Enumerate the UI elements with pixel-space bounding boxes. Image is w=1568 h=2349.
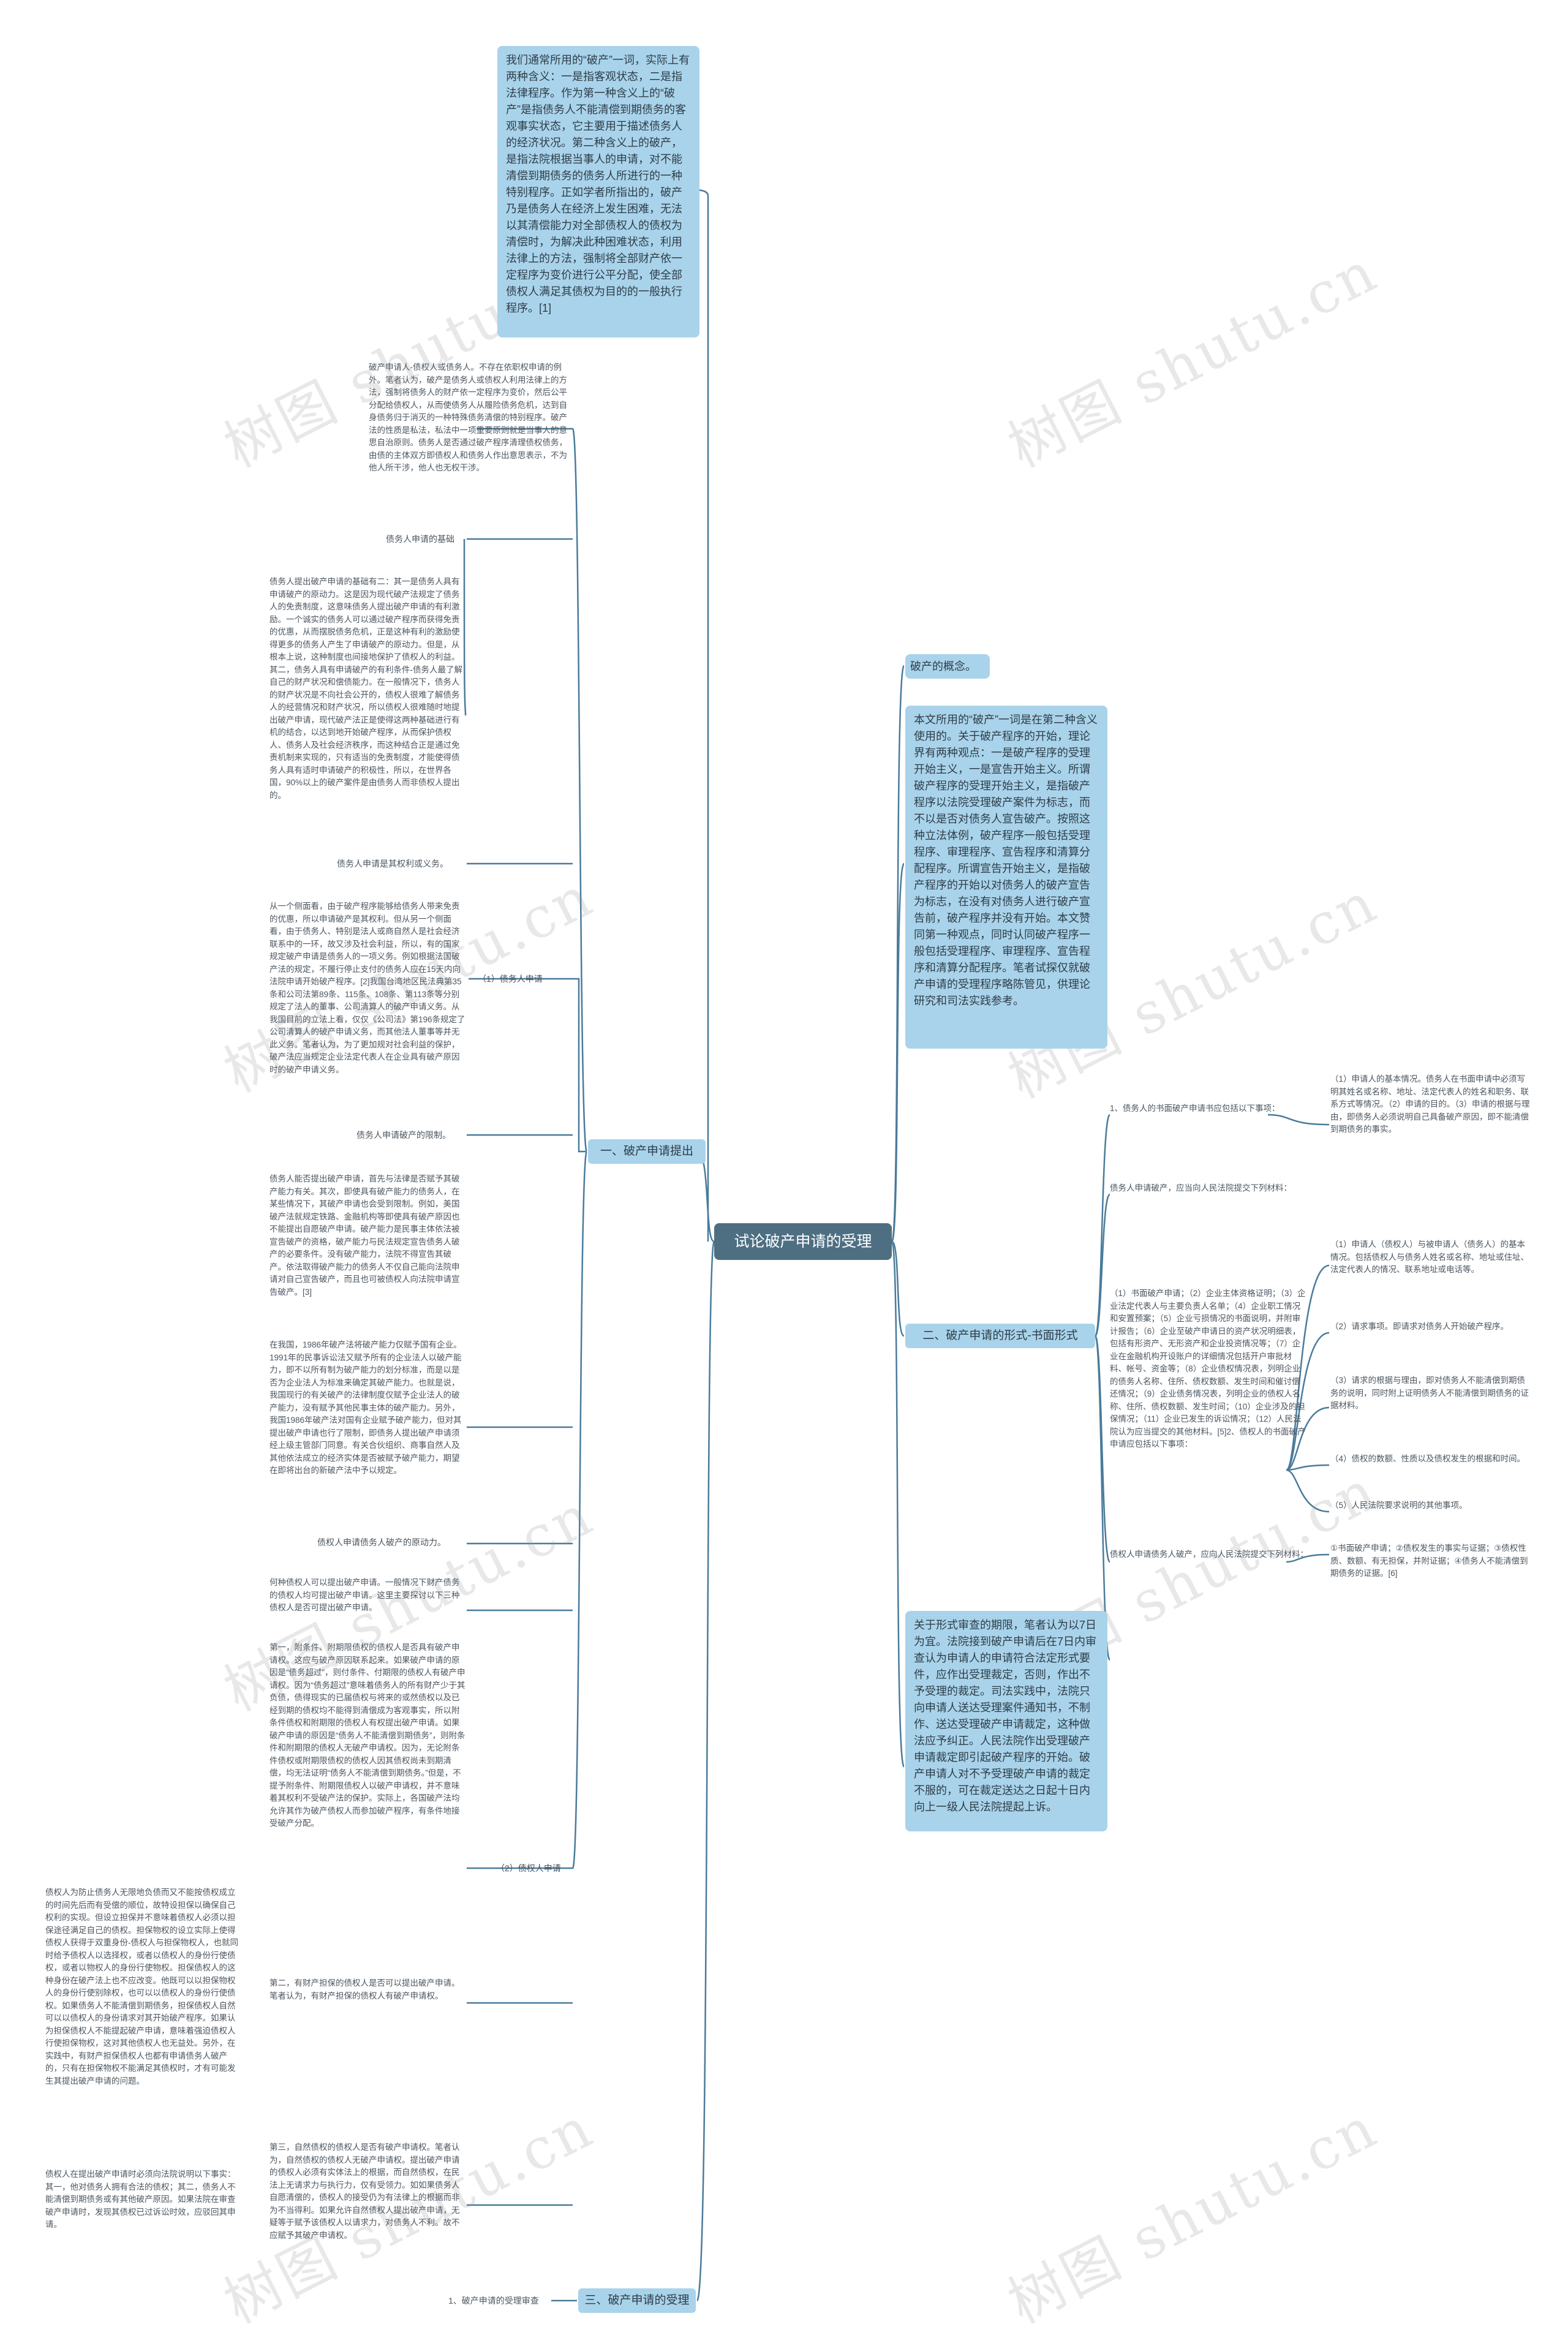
branch-accept[interactable]: 三、破产申请的受理 — [578, 2288, 696, 2313]
second-point-detail: 债权人为防止债务人无限地负债而又不能按债权成立的时间先后而有受偿的顺位，故特设担… — [45, 1888, 238, 2086]
third-point-text: 第三，自然债权的债权人是否有破产申请权。笔者认为，自然债权的债权人无破产申请权。… — [270, 2143, 460, 2240]
debtor-basis-label: 债务人申请的基础 — [386, 534, 454, 544]
debtor-docs-label: 债务人申请破产，应当向人民法院提交下列材料： — [1110, 1183, 1292, 1193]
debtor-basis-text: 债务人提出破产申请的基础有二：其一是债务人具有申请破产的原动力。这是因为现代破产… — [270, 577, 462, 800]
debtor-docs-list: （1）书面破产申请；（2）企业主体资格证明；（3）企业法定代表人与主要负责人名单… — [1110, 1289, 1306, 1449]
root-topic[interactable]: 试论破产申请的受理 — [714, 1223, 892, 1260]
applicant-intro-text: 破产申请人-债权人或债务人。不存在依职权申请的例外。笔者认为，破产是债务人或债权… — [369, 363, 567, 472]
review-box[interactable]: 关于形式审查的期限，笔者认为以7日为宜。法院接到破产申请后在7日内审查认为申请人… — [905, 1611, 1107, 1831]
top-definition-box[interactable]: 我们通常所用的“破产”一词，实际上有两种含义：一是指客观状态，二是指法律程序。作… — [497, 46, 699, 337]
second-point-text: 第二，有财产担保的债权人是否可以提出破产申请。笔者认为，有财产担保的债权人有破产… — [270, 1978, 460, 2000]
written-1-detail: （1）申请人的基本情况。债务人在书面申请中必须写明其姓名或名称、地址、法定代表人… — [1330, 1074, 1530, 1134]
creditor-item-1: （1）申请人（债权人）与被申请人（债务人）的基本情况。包括债权人与债务人姓名或名… — [1330, 1240, 1529, 1274]
creditor-motive-text: 何种债权人可以提出破产申请。一般情况下财产债务的债权人均可提出破产申请。这里主要… — [270, 1578, 460, 1612]
debtor-right-label: 债务人申请是其权利或义务。 — [337, 859, 448, 869]
creditor-docs-detail: ①书面破产申请；②债权发生的事实与证据；③债权性质、数额、有无担保，并附证据；④… — [1330, 1544, 1528, 1578]
history-text: 在我国，1986年破产法将破产能力仅赋予国有企业。1991年的民事诉讼法又赋予所… — [270, 1340, 462, 1475]
branch-apply[interactable]: 一、破产申请提出 — [588, 1139, 706, 1164]
creditor-group-label: （2）债权人申请 — [496, 1863, 561, 1873]
branch-written-form[interactable]: 二、破产申请的形式-书面形式 — [905, 1324, 1095, 1348]
concept-topic[interactable]: 破产的概念。 — [905, 654, 990, 679]
creditor-item-2: （2）请求事项。即请求对债务人开始破产程序。 — [1330, 1322, 1509, 1331]
creditor-limit-text: 债权人在提出破产申请时必须向法院说明以下事实：其一，他对债务人拥有合法的债权；其… — [45, 2170, 236, 2229]
creditor-docs-label: 债权人申请债务人破产，应向人民法院提交下列材料： — [1110, 1550, 1308, 1559]
debtor-limit-text: 债务人能否提出破产申请，首先与法律是否赋予其破产能力有关。其次，即使具有破产能力… — [270, 1174, 460, 1297]
debtor-limit-label: 债务人申请破产的限制。 — [356, 1130, 451, 1140]
creditor-item-4: （4）债权的数额、性质以及债权发生的根据和时间。 — [1330, 1454, 1526, 1463]
first-point-text: 第一，附条件、附期限债权的债权人是否具有破产申请权。这应与破产原因联系起来。如果… — [270, 1643, 466, 1828]
accept-review-label: 1、破产申请的受理审查 — [448, 2296, 539, 2306]
creditor-item-3: （3）请求的根据与理由，即对债务人不能清偿到期债务的说明，同时附上证明债务人不能… — [1330, 1376, 1529, 1410]
written-1-label: 1、债务人的书面破产申请书应包括以下事项： — [1110, 1104, 1280, 1113]
debtor-right-text: 从一个侧面看，由于破产程序能够给债务人带来免责的优惠，所以申请破产是其权利。但从… — [270, 902, 466, 1074]
creditor-item-5: （5）人民法院要求说明的其他事项。 — [1330, 1501, 1468, 1510]
creditor-motive-label: 债权人申请债务人破产的原动力。 — [317, 1537, 446, 1547]
debtor-group-label: （1）债务人申请 — [478, 974, 543, 984]
intro-box[interactable]: 本文所用的“破产”一词是在第二种含义使用的。关于破产程序的开始，理论界有两种观点… — [905, 706, 1107, 1049]
